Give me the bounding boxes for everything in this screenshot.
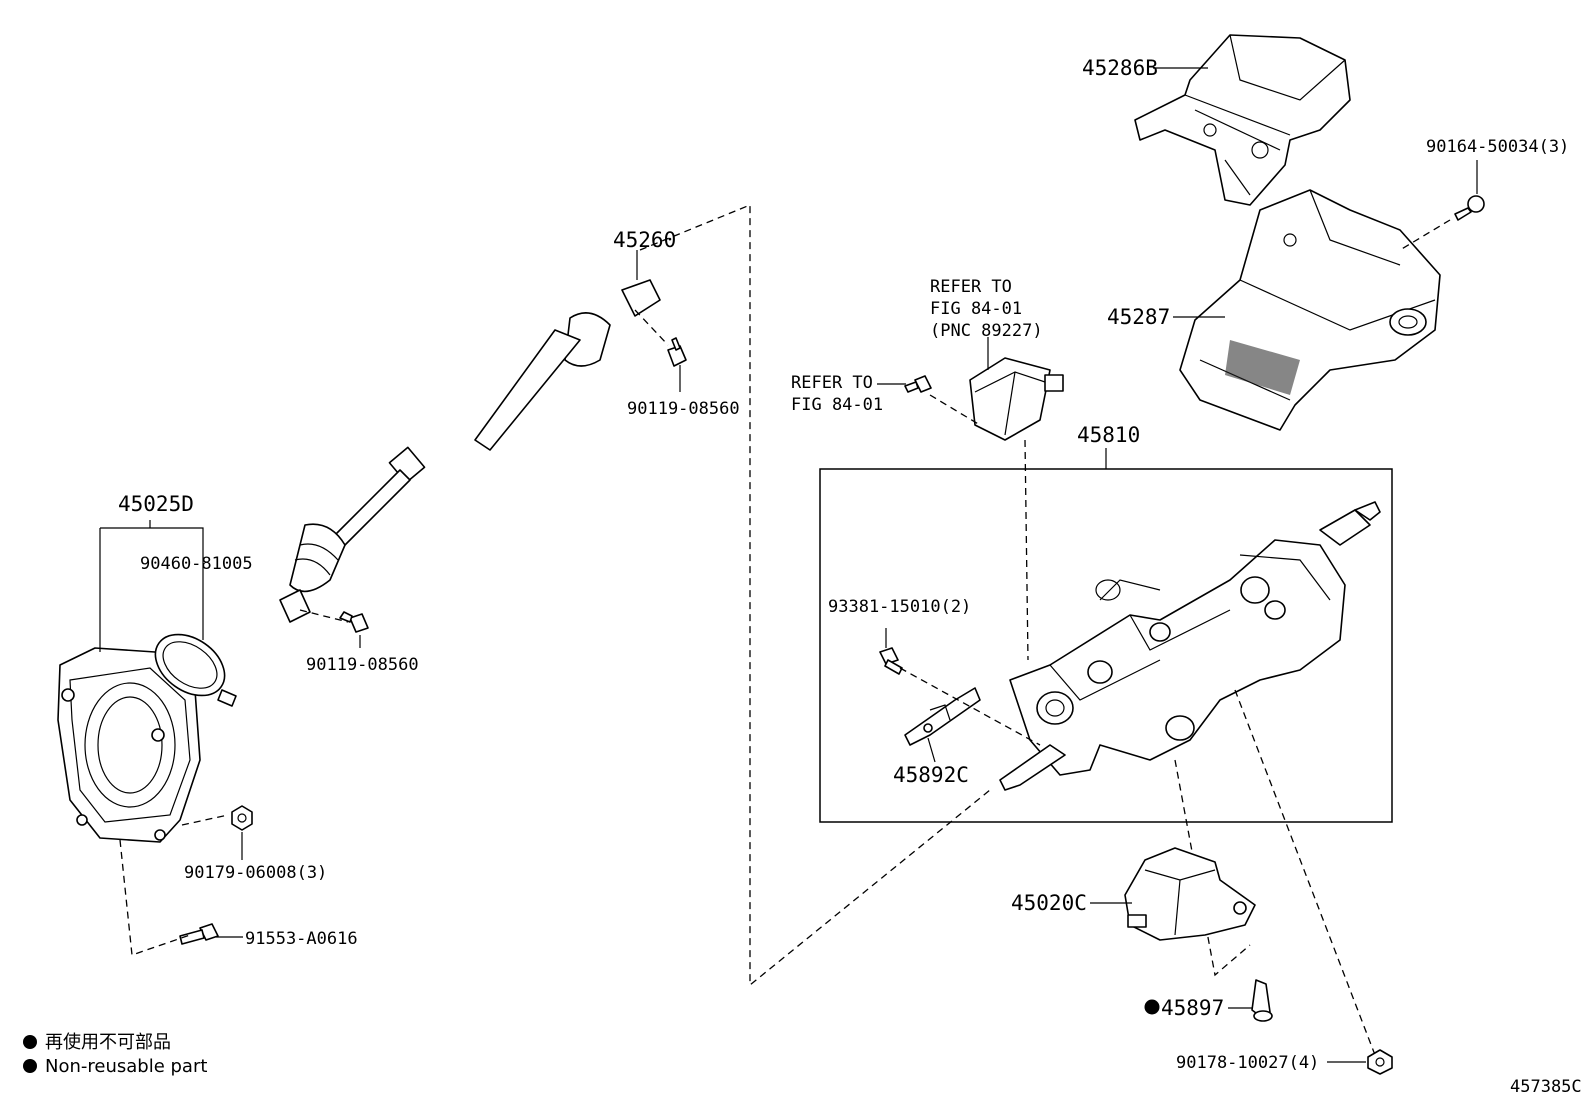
seal-90460-81005[interactable] bbox=[144, 622, 237, 708]
label-45020C: 45020C bbox=[1011, 891, 1087, 915]
intermediate-shaft-45260[interactable] bbox=[279, 279, 661, 623]
label-45025D: 45025D bbox=[118, 492, 194, 516]
nut-90178-10027[interactable] bbox=[1367, 1049, 1393, 1075]
legend-text-en: Non-reusable part bbox=[45, 1056, 207, 1077]
label-90119-08560-lower: 90119-08560 bbox=[306, 655, 419, 675]
legend-bullet-jp bbox=[23, 1035, 37, 1049]
label-93381-15010: 93381-15010(2) bbox=[828, 597, 971, 617]
label-refer-to-2: REFER TO bbox=[791, 373, 873, 393]
bracket-45892C[interactable] bbox=[904, 687, 981, 746]
hole-cover-45025D[interactable] bbox=[57, 647, 201, 843]
label-45287: 45287 bbox=[1107, 305, 1170, 329]
label-45897: 45897 bbox=[1161, 996, 1224, 1020]
label-refer-fig-1: FIG 84-01 bbox=[930, 299, 1022, 319]
steering-lock-45020C[interactable] bbox=[1124, 847, 1256, 941]
label-refer-pnc: (PNC 89227) bbox=[930, 321, 1043, 341]
bolt-90119-08560-lower[interactable] bbox=[339, 611, 369, 633]
label-refer-to-1: REFER TO bbox=[930, 277, 1012, 297]
non-reusable-marker-45897 bbox=[1144, 999, 1160, 1015]
sensor-module-ref-89227[interactable] bbox=[969, 357, 1064, 441]
label-91553-A0616: 91553-A0616 bbox=[245, 929, 358, 949]
label-refer-fig-2: FIG 84-01 bbox=[791, 395, 883, 415]
screw-ref-fig-84-01[interactable] bbox=[904, 375, 932, 393]
label-90179-06008: 90179-06008(3) bbox=[184, 863, 327, 883]
lower-column-cover-45287[interactable] bbox=[1179, 189, 1441, 431]
figure-id: 457385C bbox=[1510, 1077, 1582, 1097]
upper-column-cover-45286B[interactable] bbox=[1134, 34, 1351, 206]
screw-90164-50034[interactable] bbox=[1454, 195, 1485, 221]
legend-bullet-en bbox=[23, 1059, 37, 1073]
label-90178-10027: 90178-10027(4) bbox=[1176, 1053, 1319, 1073]
label-45810: 45810 bbox=[1077, 423, 1140, 447]
bolt-91553-A0616[interactable] bbox=[179, 923, 219, 945]
label-45286B: 45286B bbox=[1082, 56, 1158, 80]
nut-90179-06008[interactable] bbox=[231, 805, 253, 831]
bolt-90119-08560-upper[interactable] bbox=[667, 337, 687, 367]
bolt-93381-15010[interactable] bbox=[879, 647, 903, 675]
bolt-45897[interactable] bbox=[1251, 979, 1273, 1022]
label-90460-81005: 90460-81005 bbox=[140, 554, 253, 574]
steering-column-assy-45810[interactable] bbox=[999, 501, 1381, 791]
label-90164-50034: 90164-50034(3) bbox=[1426, 137, 1569, 157]
label-90119-08560-upper: 90119-08560 bbox=[627, 399, 740, 419]
legend-text-jp: 再使用不可部品 bbox=[45, 1032, 171, 1053]
label-45892C: 45892C bbox=[893, 763, 969, 787]
label-45260: 45260 bbox=[613, 228, 676, 252]
